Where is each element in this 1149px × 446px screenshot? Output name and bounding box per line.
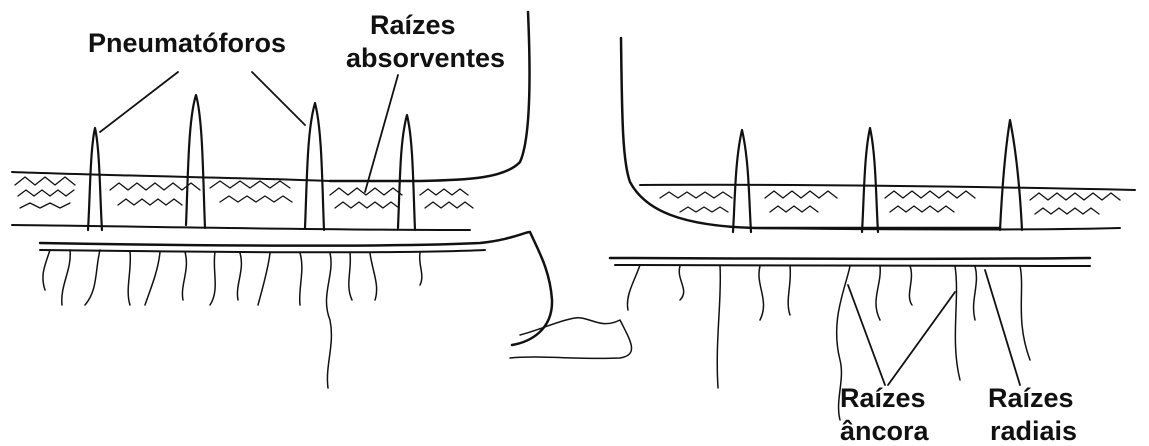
label-pneumatophores: Pneumatóforos [88,28,286,58]
right-cable-root [610,258,1090,259]
label-anchor-roots-line1: Raízes [840,383,926,413]
right-mud-layer [640,185,1135,230]
label-absorbing-roots-line2: absorventes [346,43,505,73]
right-tree [610,38,1135,420]
left-pneumatophores [88,95,415,230]
label-anchor-roots-line2: âncora [840,416,930,446]
leader-anchor-roots-right [888,292,955,385]
left-cable-root [40,232,552,345]
right-pneumatophores [733,120,1022,232]
label-radial-roots-line1: Raízes [988,383,1074,413]
pneumatophore [305,103,324,230]
left-tree [12,12,632,388]
leader-pneumatophores-right [252,72,305,125]
leader-pneumatophores-left [100,72,178,132]
leader-absorbing-roots [365,75,398,192]
pneumatophore [733,130,751,232]
label-absorbing-roots-line1: Raízes [370,10,456,40]
pneumatophore [186,95,205,228]
pneumatophore [88,128,102,230]
pneumatophore [1000,120,1022,230]
pneumatophore [862,128,878,232]
right-anchor-roots [627,265,1030,420]
leader-radial-roots [985,270,1020,385]
leader-anchor-roots-left [848,285,885,385]
left-absorbing-roots [43,250,422,388]
right-trunk [621,38,1000,228]
pneumatophore [398,115,415,230]
label-radial-roots-line2: radiais [990,416,1077,446]
